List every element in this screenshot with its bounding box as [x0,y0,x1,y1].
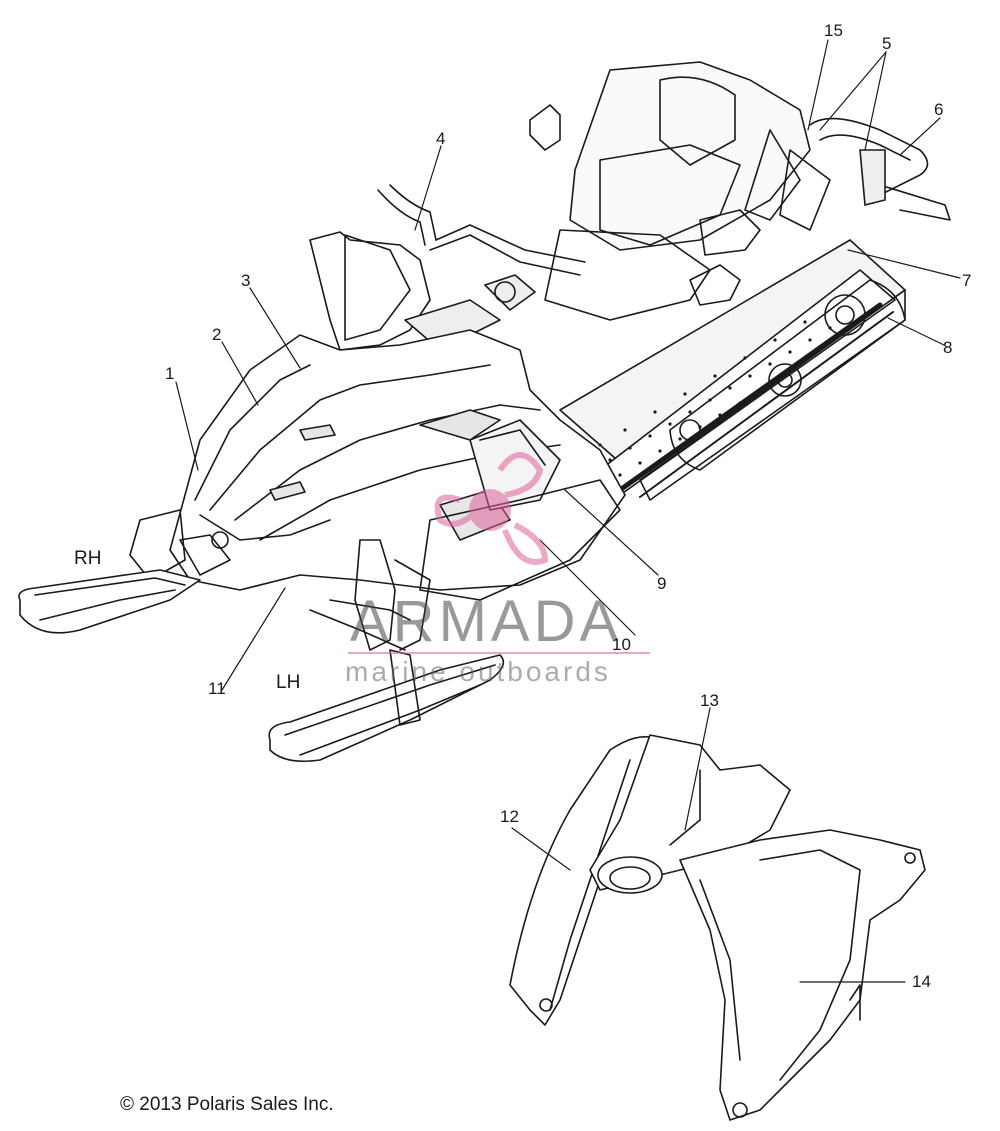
callout-15: 15 [824,21,843,40]
callout-13: 13 [700,691,719,710]
handlebar [377,184,586,311]
tunnel-and-track [559,239,906,501]
rear-rack [809,117,951,221]
front-suspension [129,509,431,651]
panel-14 [679,829,926,1121]
watermark-brand: ARMADA [350,589,623,654]
callout-10: 10 [612,635,631,654]
side-panel-12 [509,735,661,1026]
callout-8: 8 [943,338,953,357]
callout-9: 9 [657,574,667,593]
copyright-notice: © 2013 Polaris Sales Inc. [120,1094,334,1115]
callout-5: 5 [882,34,892,53]
side-label-lh: LH [276,672,301,693]
callout-6: 6 [934,100,944,119]
watermark-underline [348,652,650,654]
callout-12: 12 [500,807,519,826]
callout-3: 3 [241,271,251,290]
watermark-tagline: marine outboards [345,656,611,687]
callout-1: 1 [165,364,175,383]
leader-lines [175,39,961,983]
callout-4: 4 [436,129,446,148]
callout-2: 2 [212,325,222,344]
callout-14: 14 [912,972,931,991]
callout-11: 11 [208,679,226,698]
side-label-rh: RH [74,548,102,569]
callout-7: 7 [962,271,972,290]
skis [18,569,505,763]
seat [529,61,831,321]
watermark-logo [434,452,549,565]
